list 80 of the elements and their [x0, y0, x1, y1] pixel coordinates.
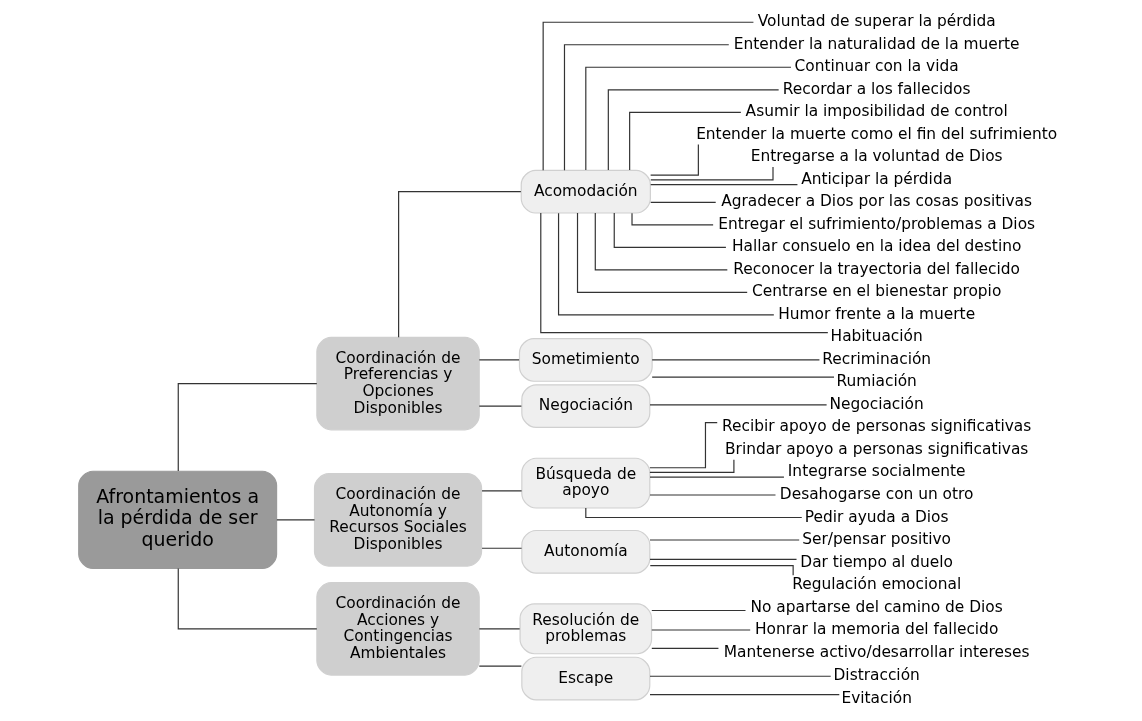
connector [542, 21, 754, 171]
node-text: Agradecer a Dios por las cosas positivas [721, 192, 1033, 211]
node-text: Recriminación [822, 349, 932, 368]
connector [650, 143, 699, 176]
node-text: Ser/pensar positivo [802, 530, 952, 549]
node-text: Voluntad de superar la pérdida [757, 12, 996, 31]
connector [651, 609, 747, 612]
connector [649, 459, 735, 474]
connector [649, 565, 794, 576]
node-box: Sometimiento [518, 338, 653, 382]
node-text: Brindar apoyo a personas significativas [724, 439, 1029, 458]
node-text: Asumir la imposibilidad de control [745, 102, 1008, 121]
connector [576, 212, 748, 293]
node-text: Hallar consuelo en la idea del destino [731, 237, 1022, 256]
connector [651, 376, 835, 378]
node-text: Mantenerse activo/desarrollar intereses [723, 642, 1030, 661]
node-text: Desahogarse con un otro [779, 485, 974, 503]
connector [649, 404, 828, 406]
connector [398, 191, 522, 338]
node-text: No apartarse del camino de Dios [750, 597, 1003, 616]
connector [649, 422, 718, 469]
connector [631, 212, 714, 226]
connector [607, 89, 780, 171]
connector [649, 558, 798, 560]
node-text: Distracción [833, 666, 920, 685]
node-box: Afrontamientos a la pérdida de ser querido [78, 470, 278, 569]
connector [177, 568, 318, 630]
connector [650, 166, 774, 181]
node-text: Humor frente a la muerte [778, 304, 976, 323]
node-box: Coordinación de Acciones y Contingencias Ambientales [316, 582, 480, 676]
node-text: Entender la naturalidad de la muerte [733, 34, 1020, 53]
connector [481, 490, 523, 492]
node-text: Evitación [841, 688, 912, 707]
node-box: Búsqueda de apoyo [521, 457, 651, 509]
connector [481, 547, 523, 549]
node-text: Entregar el sufrimiento/problemas a Dios [718, 214, 1036, 233]
connector [649, 694, 840, 696]
node-text: Recordar a los fallecidos [782, 79, 971, 98]
connector [557, 212, 775, 316]
node-text: Entender la muerte como el fin del sufrimiento [696, 124, 1058, 143]
node-text: Continuar con la vida [794, 57, 959, 76]
node-text: Honrar la memoria del fallecido [755, 620, 999, 639]
connector [563, 44, 730, 171]
node-text: Reconocer la trayectoria del fallecido [733, 259, 1021, 278]
node-text: Dar tiempo al duelo [800, 552, 953, 571]
connector [478, 405, 522, 407]
node-text: Negociación [829, 394, 924, 413]
connector [540, 212, 829, 334]
connector [649, 476, 785, 478]
connector [613, 212, 727, 248]
node-text: Rumiación [836, 372, 917, 391]
node-text: Integrarse socialmente [787, 462, 966, 481]
node-text: Anticipar la pérdida [801, 169, 953, 188]
connector [651, 359, 820, 361]
node-text: Recibir apoyo de personas significativas [722, 417, 1032, 436]
connector [651, 647, 720, 649]
connector [650, 201, 717, 203]
node-box: Negociación [521, 384, 651, 429]
node-box: Coordinación de Autonomía y Recursos Sociales Disponibles [313, 473, 483, 567]
node-box: Coordinación de Preferencias y Opciones Disponibles [316, 336, 480, 431]
node-box: Autonomía [521, 529, 651, 574]
connector [478, 628, 521, 630]
connector [478, 359, 520, 361]
node-text: Regulación emocional [792, 575, 962, 594]
connector [478, 665, 522, 667]
connector [585, 507, 803, 519]
node-text: Pedir ayuda a Dios [804, 507, 949, 526]
connector [629, 111, 742, 171]
connector [585, 66, 792, 171]
connector [276, 519, 316, 521]
node-text: Habituación [830, 327, 923, 346]
connector [594, 212, 728, 271]
connector [177, 383, 318, 472]
node-box: Escape [521, 656, 651, 701]
node-text: Entregarse a la voluntad de Dios [750, 147, 1003, 166]
node-box: Acomodación [520, 169, 651, 214]
connector [650, 184, 799, 186]
node-box: Resolución de problemas [519, 603, 653, 655]
node-text: Centrarse en el bienestar propio [752, 282, 1002, 301]
connector [649, 675, 832, 677]
